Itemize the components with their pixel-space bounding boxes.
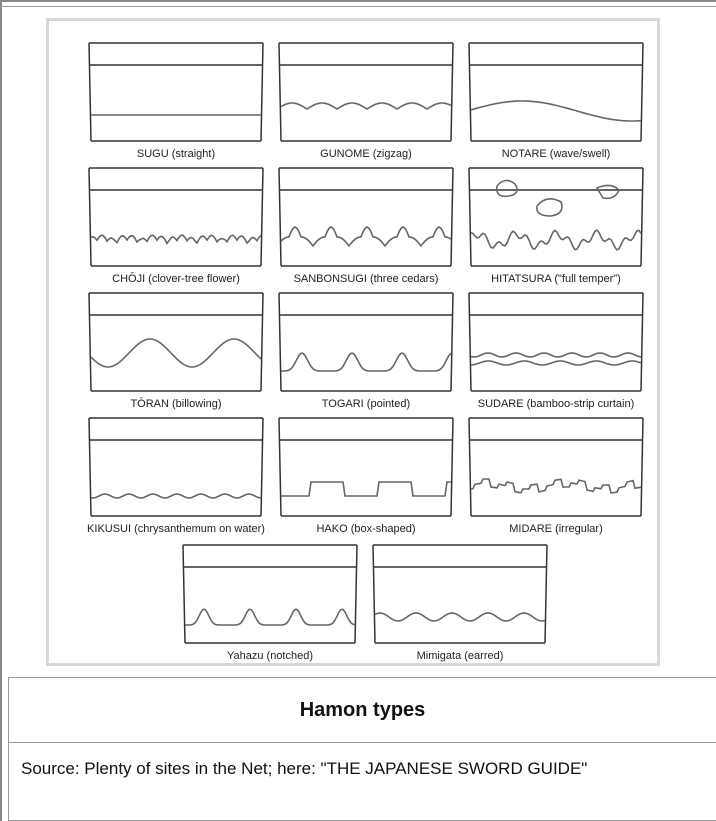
hamon-label: TOGARI (pointed) — [322, 398, 410, 410]
blade-outline — [278, 42, 454, 142]
hamon-label: GUNOME (zigzag) — [320, 148, 412, 160]
table-top-border — [0, 0, 716, 7]
blade-outline — [88, 167, 264, 267]
hamon-spot — [495, 179, 518, 198]
hamon-label: SUDARE (bamboo-strip curtain) — [478, 398, 635, 410]
hamon-line — [470, 229, 642, 251]
hamon-panel: Mimigata (earred) — [372, 544, 548, 662]
hamon-diagram-svg: SUGU (straight) GUNOME (zigzag) NOTARE (wa… — [87, 42, 644, 662]
hamon-panel: SANBONSUGI (three cedars) — [278, 167, 454, 285]
hamon-panel: KIKUSUI (chrysanthemum on water) — [87, 417, 265, 535]
hamon-label: Mimigata (earred) — [417, 650, 504, 662]
hamon-spot — [535, 198, 563, 217]
hamon-label: Yahazu (notched) — [227, 650, 313, 662]
hamon-label: TŌRAN (billowing) — [130, 398, 221, 410]
hamon-panel: Yahazu (notched) — [182, 544, 358, 662]
caption-title: Hamon types — [299, 698, 426, 721]
hamon-line — [280, 102, 452, 110]
blade-outline — [278, 292, 454, 392]
blade-outline — [372, 544, 548, 644]
hamon-line — [281, 481, 451, 497]
hamon-panel: NOTARE (wave/swell) — [468, 42, 644, 160]
hamon-panel: HITATSURA ("full temper") — [468, 167, 644, 285]
blade-outline — [88, 42, 264, 142]
blade-outline — [468, 167, 644, 267]
hamon-panel: CHŌJI (clover-tree flower) — [88, 167, 264, 285]
hamon-line — [90, 493, 262, 499]
hamon-label: SUGU (straight) — [137, 148, 215, 160]
hamon-line — [90, 338, 262, 368]
hamon-label: HITATSURA ("full temper") — [491, 273, 621, 285]
hamon-line — [470, 100, 642, 122]
hamon-label: HAKO (box-shaped) — [316, 523, 415, 535]
blade-outline — [88, 417, 264, 517]
caption-title-cell: Hamon types — [8, 677, 716, 743]
hamon-label: MIDARE (irregular) — [509, 523, 603, 535]
blade-outline — [468, 42, 644, 142]
blade-outline — [468, 292, 644, 392]
hamon-line — [90, 234, 262, 246]
hamon-panel: SUGU (straight) — [88, 42, 264, 160]
hamon-line — [185, 608, 356, 626]
hamon-label: KIKUSUI (chrysanthemum on water) — [87, 523, 265, 535]
hamon-line — [470, 478, 642, 494]
hamon-panel: SUDARE (bamboo-strip curtain) — [468, 292, 644, 410]
hamon-label: CHŌJI (clover-tree flower) — [112, 273, 240, 285]
hamon-label: NOTARE (wave/swell) — [502, 148, 611, 160]
blade-outline — [278, 417, 454, 517]
hamon-line — [374, 612, 546, 622]
caption-source: Source: Plenty of sites in the Net; here… — [21, 759, 588, 778]
hamon-panel: TŌRAN (billowing) — [88, 292, 264, 410]
blade-outline — [278, 167, 454, 267]
hamon-line — [470, 352, 642, 366]
caption-source-cell: Source: Plenty of sites in the Net; here… — [8, 743, 716, 821]
hamon-line — [281, 352, 452, 372]
hamon-diagram: SUGU (straight) GUNOME (zigzag) NOTARE (wa… — [46, 18, 660, 666]
blade-outline — [468, 417, 644, 517]
hamon-spot — [595, 184, 620, 200]
hamon-label: SANBONSUGI (three cedars) — [294, 273, 439, 285]
hamon-panel: TOGARI (pointed) — [278, 292, 454, 410]
hamon-line — [280, 226, 452, 248]
hamon-panel: MIDARE (irregular) — [468, 417, 644, 535]
blade-outline — [182, 544, 358, 644]
blade-outline — [88, 292, 264, 392]
hamon-panel: GUNOME (zigzag) — [278, 42, 454, 160]
hamon-panel: HAKO (box-shaped) — [278, 417, 454, 535]
